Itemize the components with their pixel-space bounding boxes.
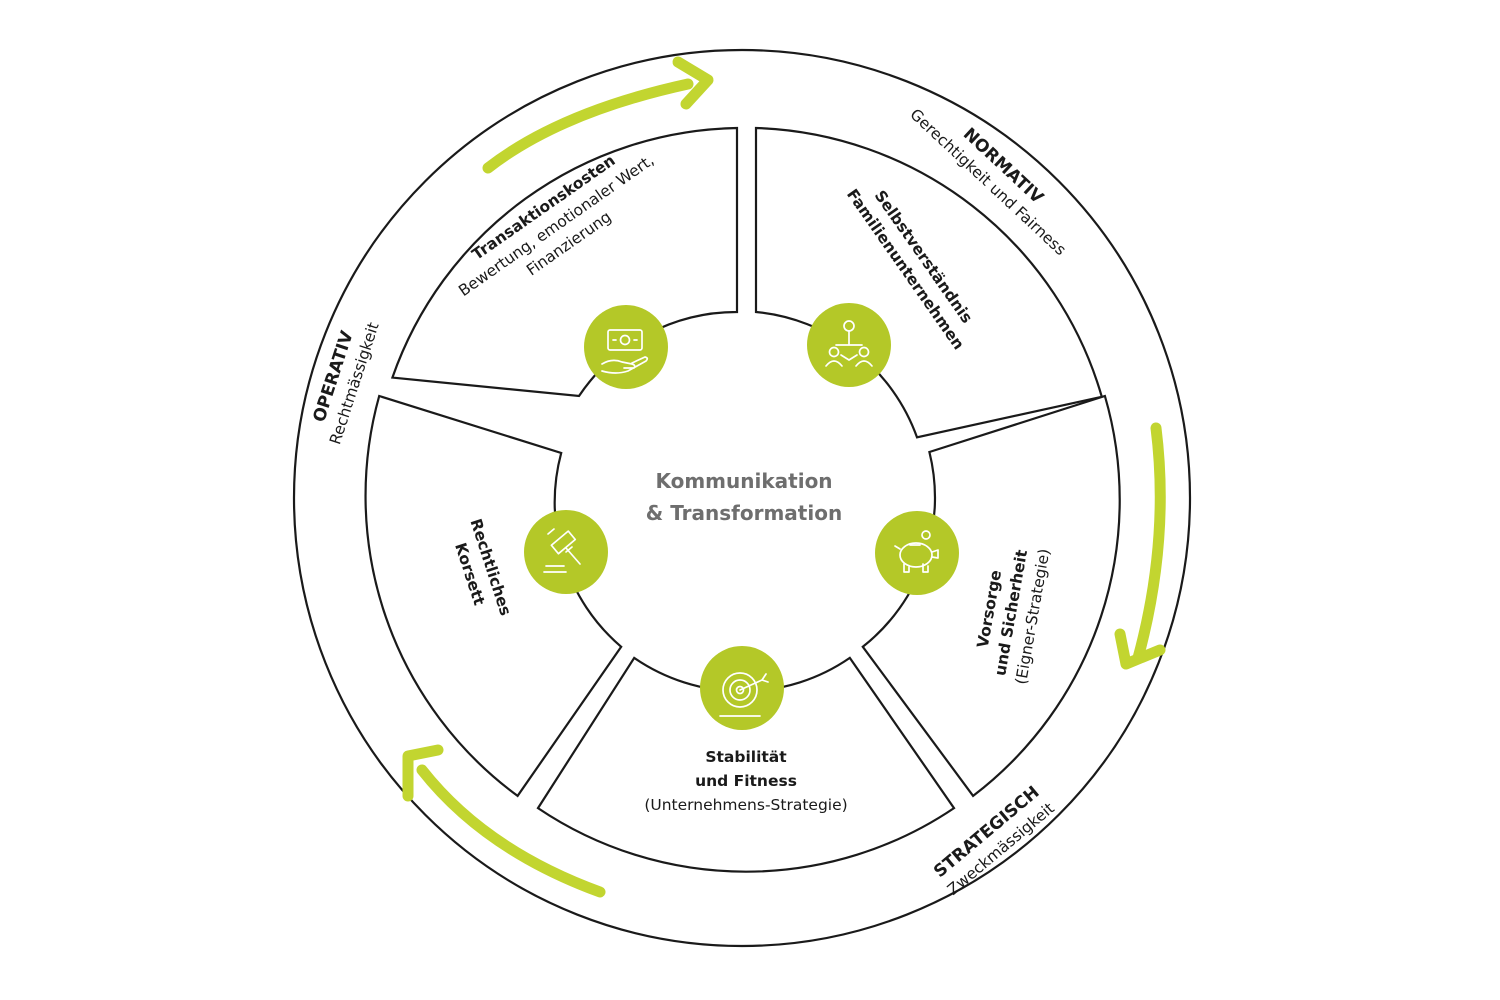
stabilitaet-text: Stabilität und Fitness (Unternehmens-Str… [644,748,847,814]
cycle-arrow-top [482,56,714,174]
money-hand-icon [584,305,668,389]
stabilitaet-line3: (Unternehmens-Strategie) [644,796,847,814]
segment-transaktionskosten [390,126,739,398]
center-title-line2: & Transformation [646,501,842,525]
cycle-arrow-bottom-left [402,744,606,898]
stabilitaet-line2: und Fitness [695,772,797,790]
target-icon [700,646,784,730]
piggy-bank-icon [875,511,959,595]
center-title-line1: Kommunikation [655,469,832,493]
outer-ring [292,48,1192,948]
stabilitaet-line1: Stabilität [705,748,787,766]
org-chart-icon [807,303,891,387]
cycle-arrow-right [1114,422,1166,670]
segment-selbstverstaendnis [754,126,1104,439]
gavel-icon [524,510,608,594]
